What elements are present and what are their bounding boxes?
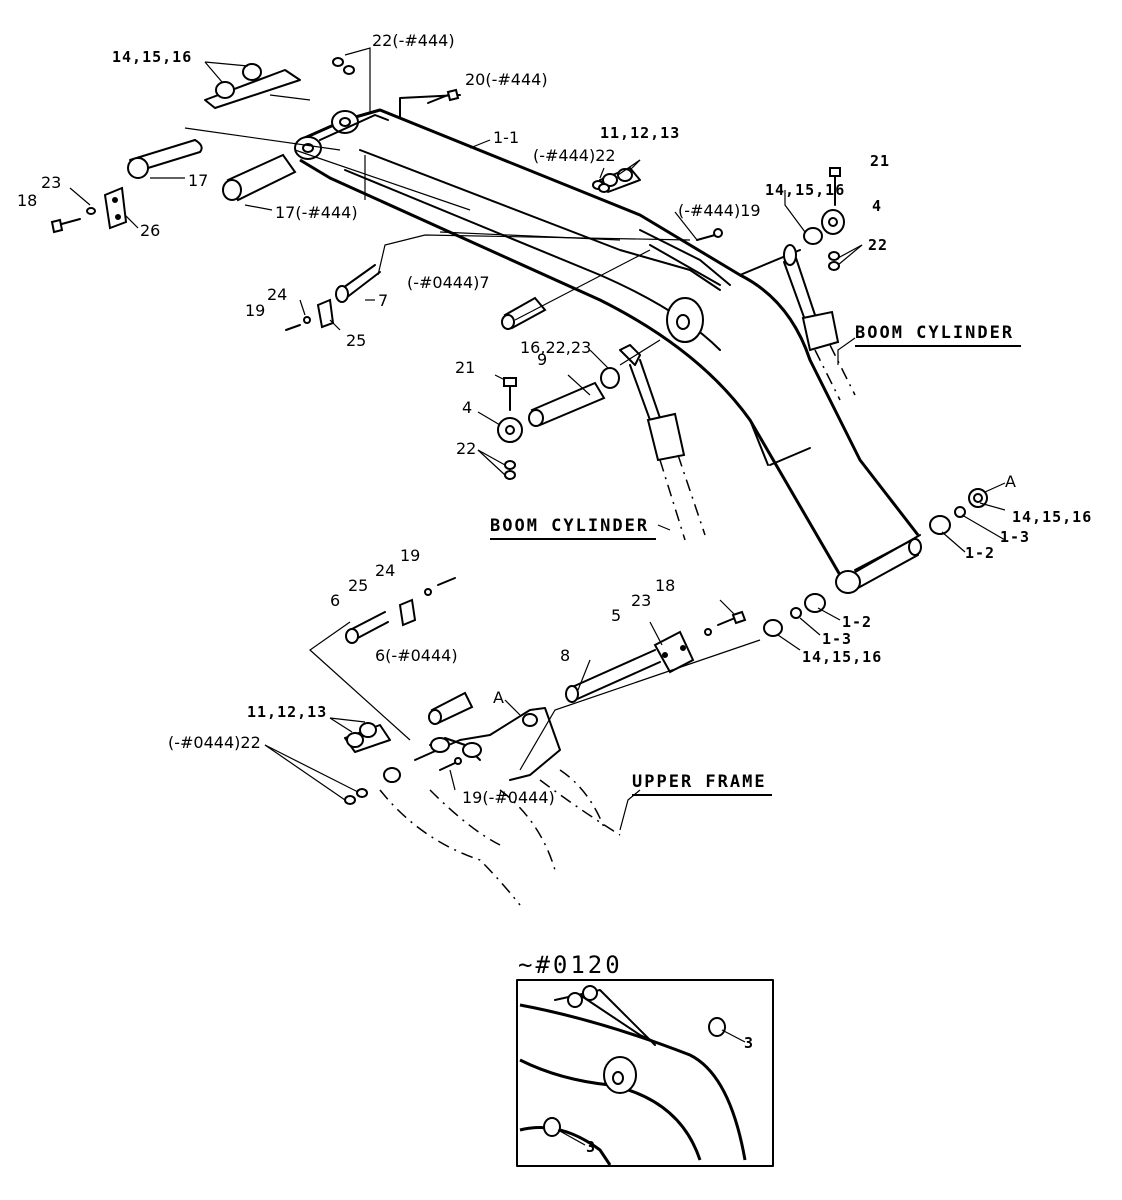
- bolt-21-left: [503, 377, 517, 411]
- washer-4-left: [497, 417, 523, 443]
- callout-1-3-lower: 1-3: [822, 630, 853, 648]
- callout-18-left: 18: [17, 191, 38, 210]
- leader-lines: [69, 47, 1006, 831]
- pin-9: [528, 381, 606, 427]
- underline-boom-cylinder-left: [490, 538, 656, 540]
- callout-14-15-16-far-right: 14,15,16: [1012, 508, 1093, 526]
- callout-21-right: 21: [870, 152, 891, 170]
- callout-4-left: 4: [462, 398, 473, 417]
- callout-6: 6: [330, 591, 341, 610]
- bolt-20: [427, 88, 460, 104]
- pin-0444-7: [501, 296, 547, 330]
- callout-19-lower: 19: [400, 546, 421, 565]
- pin-6: [345, 611, 389, 644]
- pin-8: [565, 649, 661, 703]
- plate-5: [653, 630, 695, 674]
- washer-14-15-16-right: [803, 227, 823, 245]
- callout-1-1: 1-1: [493, 128, 520, 147]
- callout-0444-7: (-#0444)7: [407, 273, 490, 292]
- inset-title: ~#0120: [518, 951, 623, 979]
- washer-4-right: [821, 209, 845, 235]
- bolt-19-lower: [424, 577, 456, 596]
- bolt-18-left: [50, 207, 96, 234]
- callout-26: 26: [140, 221, 161, 240]
- upper-frame: [379, 707, 621, 906]
- underline-boom-cylinder-right: [855, 345, 1021, 347]
- callout-19-left: 19: [245, 301, 266, 320]
- bolt-19-0444: [439, 757, 462, 771]
- bolt-19-left: [285, 316, 311, 331]
- callout-1-2-upper: 1-2: [965, 544, 996, 562]
- part-14-15-16-top: [204, 63, 301, 109]
- plate-11-12-13-top: [592, 167, 641, 193]
- callout-444-19: (-#444)19: [678, 201, 761, 220]
- plate-25-lower: [398, 598, 417, 627]
- callout-22-left: 22: [456, 439, 477, 458]
- callout-1-3-upper: 1-3: [1000, 528, 1031, 546]
- callout-a-lower: A: [493, 688, 504, 707]
- callout-21-left: 21: [455, 358, 476, 377]
- plate-26: [103, 186, 128, 230]
- boom-arm: [299, 94, 921, 576]
- callout-a-right: A: [1005, 472, 1016, 491]
- nuts-22-right: [828, 251, 840, 271]
- callout-444-22-mid: (-#444)22: [533, 146, 616, 165]
- callout-22-444-top: 22(-#444): [372, 31, 455, 50]
- pin-17: [127, 139, 203, 179]
- callout-25-lower: 25: [348, 576, 369, 595]
- pin-17-444: [222, 153, 297, 202]
- caption-boom-cylinder-left: BOOM CYLINDER: [490, 516, 650, 536]
- caption-upper-frame: UPPER FRAME: [632, 772, 767, 792]
- callout-14-15-16-top: 14,15,16: [112, 48, 193, 66]
- plate-25-left: [316, 298, 335, 329]
- pin-7: [335, 264, 381, 303]
- inset-detail: [516, 979, 774, 1167]
- washer-16-22-23: [600, 367, 620, 389]
- callout-24-lower: 24: [375, 561, 396, 580]
- callout-7: 7: [378, 291, 389, 310]
- callout-4-right: 4: [872, 197, 883, 215]
- callout-11-12-13-lower: 11,12,13: [247, 703, 328, 721]
- boom-head-lugs: [294, 110, 389, 160]
- callout-20-444: 20(-#444): [465, 70, 548, 89]
- inset-label-3-upper: 3: [744, 1034, 755, 1052]
- callout-17: 17: [188, 171, 209, 190]
- foot-pin-boom-end: [763, 488, 988, 637]
- inset-label-3-lower: 3: [586, 1138, 597, 1156]
- nuts-22-top: [332, 57, 355, 75]
- callout-14-15-16-lower: 14,15,16: [802, 648, 883, 666]
- boom-cylinder-left: [619, 297, 706, 541]
- callout-0444-22: (-#0444)22: [168, 733, 261, 752]
- bolt-18-lower: [704, 610, 747, 636]
- nuts-22-left: [504, 460, 516, 480]
- callout-16-22-23: 16,22,23: [520, 338, 592, 357]
- callout-1-2-lower: 1-2: [842, 613, 873, 631]
- callout-5: 5: [611, 606, 622, 625]
- callout-23-left: 23: [41, 173, 62, 192]
- callout-14-15-16-right: 14,15,16: [765, 181, 846, 199]
- callout-8: 8: [560, 646, 571, 665]
- callout-22-right: 22: [868, 236, 889, 254]
- boom-cylinder-right: [783, 244, 856, 401]
- callout-19-0444: 19(-#0444): [462, 788, 555, 807]
- bolt-19-mid: [696, 228, 723, 241]
- plate-11-12-13-lower: [344, 722, 391, 753]
- caption-boom-cylinder-right: BOOM CYLINDER: [855, 323, 1015, 343]
- callout-23-lower: 23: [631, 591, 652, 610]
- underline-upper-frame: [632, 794, 772, 796]
- callout-18-lower: 18: [655, 576, 676, 595]
- callout-9: 9: [537, 350, 548, 369]
- callout-11-12-13-top: 11,12,13: [600, 124, 681, 142]
- pin-6-0444: [428, 691, 474, 725]
- bolt-21-right: [829, 167, 841, 206]
- callout-24-left: 24: [267, 285, 288, 304]
- callout-25-left: 25: [346, 331, 367, 350]
- callout-6-0444: 6(-#0444): [375, 646, 458, 665]
- callout-17-444: 17(-#444): [275, 203, 358, 222]
